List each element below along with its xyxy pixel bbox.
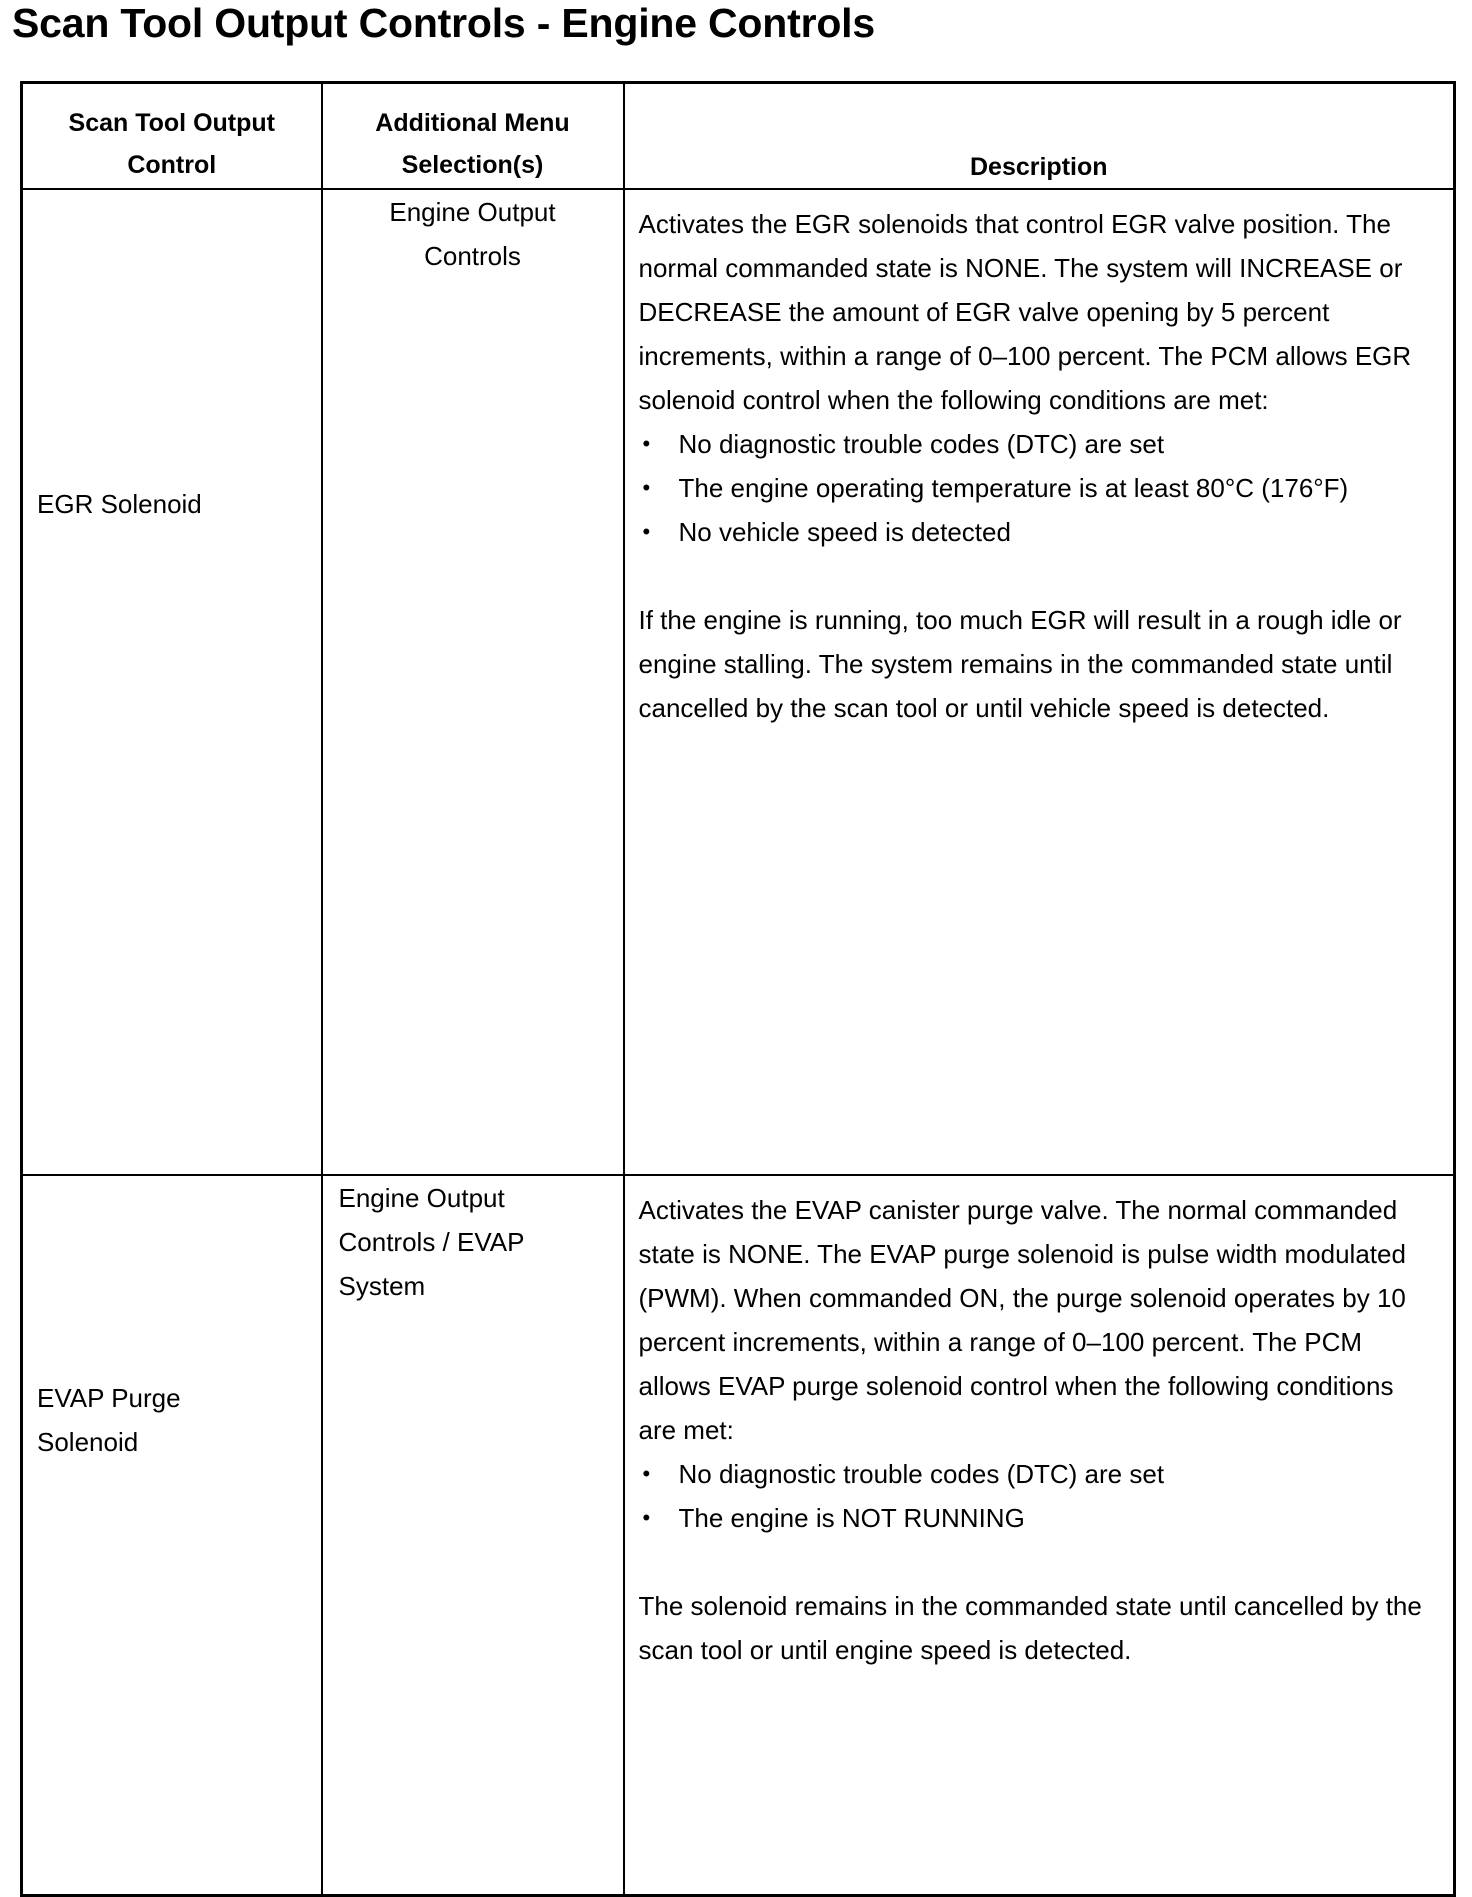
list-item: • No diagnostic trouble codes (DTC) are … [639,422,1438,466]
description-outro: If the engine is running, too much EGR w… [638,605,1402,723]
header-line-1: Additional Menu [375,109,570,137]
header-line-2: Control [127,151,217,179]
table-row: EVAP Purge Solenoid Engine Output Contro… [20,1174,1456,1897]
header-line-2: Selection(s) [401,151,544,179]
bullet-icon: • [642,1505,651,1530]
menu-line-1: Engine Output [389,197,556,227]
list-item: • No vehicle speed is detected [639,510,1438,554]
cell-description: Activates the EVAP canister purge valve.… [622,1174,1456,1897]
bullet-icon: • [642,519,651,544]
list-item-label: The engine is NOT RUNNING [678,1503,1025,1533]
column-header-scan-tool-output-control: Scan Tool Output Control [20,81,323,190]
menu-line-3: System [338,1271,426,1301]
menu-line-2: Controls [424,241,521,271]
control-label-line-2: Solenoid [37,1427,139,1457]
control-label-line-1: EVAP Purge [37,1383,181,1413]
list-item-label: No diagnostic trouble codes (DTC) are se… [678,429,1165,459]
cell-menu-selection: Engine Output Controls / EVAP System [320,1174,625,1897]
table-row: EGR Solenoid Engine Output Controls Acti… [20,188,1456,1176]
condition-list: • No diagnostic trouble codes (DTC) are … [639,1452,1438,1540]
cell-control-name: EGR Solenoid [20,188,323,1176]
list-item-label: No vehicle speed is detected [678,517,1011,547]
header-line-1: Description [969,153,1108,181]
cell-description: Activates the EGR solenoids that control… [622,188,1456,1176]
table-header-row: Scan Tool Output Control Additional Menu… [20,81,1456,190]
document-page: Scan Tool Output Controls - Engine Contr… [12,0,1456,1897]
paragraph-spacer [639,554,1438,598]
column-header-description: Description [622,81,1456,190]
scan-tool-output-controls-table: Scan Tool Output Control Additional Menu… [20,81,1456,1897]
page-title: Scan Tool Output Controls - Engine Contr… [12,0,875,46]
paragraph-spacer [639,1540,1438,1584]
list-item-label: No diagnostic trouble codes (DTC) are se… [678,1459,1165,1489]
list-item: • The engine is NOT RUNNING [639,1496,1438,1540]
bullet-icon: • [642,431,651,456]
menu-line-1: Engine Output [338,1183,505,1213]
bullet-icon: • [642,1461,651,1486]
description-intro: Activates the EVAP canister purge valve.… [638,1195,1406,1445]
cell-control-name: EVAP Purge Solenoid [20,1174,323,1897]
bullet-icon: • [642,475,651,500]
column-header-additional-menu-selections: Additional Menu Selection(s) [320,81,625,190]
cell-menu-selection: Engine Output Controls [320,188,625,1176]
condition-list: • No diagnostic trouble codes (DTC) are … [639,422,1438,554]
list-item: • No diagnostic trouble codes (DTC) are … [639,1452,1438,1496]
list-item: • The engine operating temperature is at… [639,466,1438,510]
description-intro: Activates the EGR solenoids that control… [638,209,1412,415]
list-item-label: The engine operating temperature is at l… [678,473,1349,503]
header-line-1: Scan Tool Output [68,109,275,137]
control-label: EGR Solenoid [37,489,202,519]
description-outro: The solenoid remains in the commanded st… [638,1591,1422,1665]
menu-line-2: Controls / EVAP [338,1227,525,1257]
